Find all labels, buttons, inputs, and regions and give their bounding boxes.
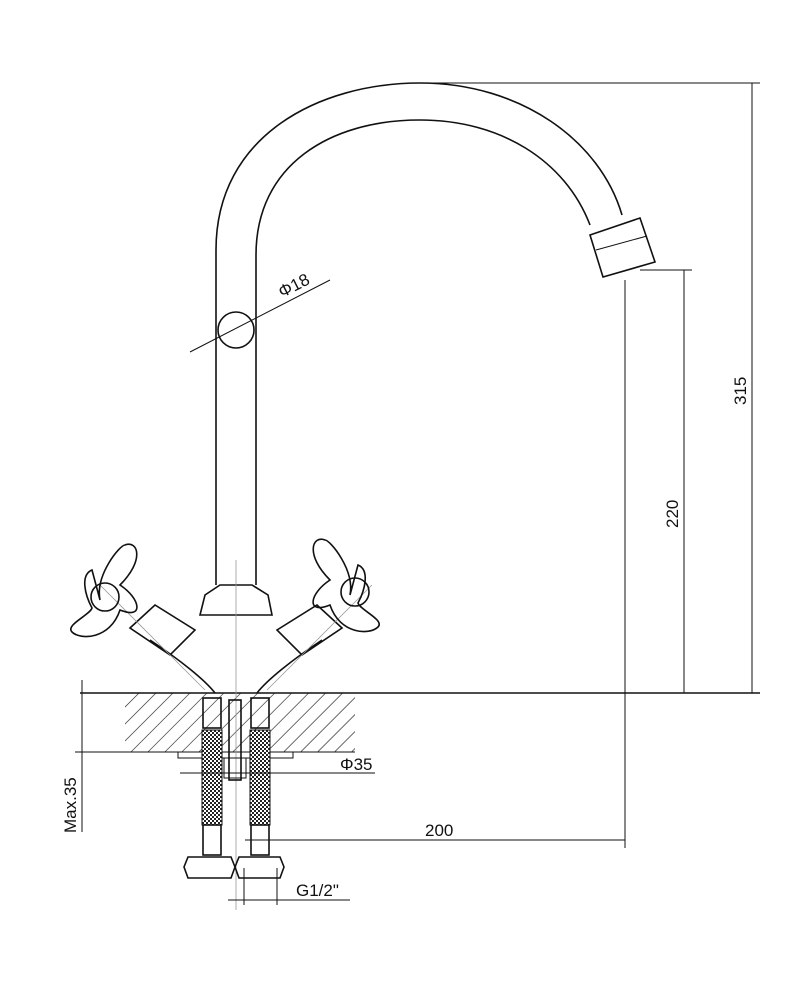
pipe-section-circle	[217, 311, 255, 349]
max-thickness-label: Max.35	[61, 777, 80, 833]
left-handle[interactable]	[69, 543, 138, 638]
base-diameter-label: Φ35	[340, 755, 372, 774]
total-height-label: 315	[731, 377, 750, 405]
dimension-lines	[75, 82, 760, 905]
countertop	[80, 692, 760, 759]
spout-reach-label: 200	[425, 821, 453, 840]
right-handle[interactable]	[312, 538, 381, 633]
thread-label: G1/2"	[296, 881, 339, 900]
pipe-diameter-label: Φ18	[275, 270, 313, 302]
spout	[215, 82, 657, 585]
spout-height-label: 220	[663, 500, 682, 528]
faucet-body	[99, 560, 373, 910]
